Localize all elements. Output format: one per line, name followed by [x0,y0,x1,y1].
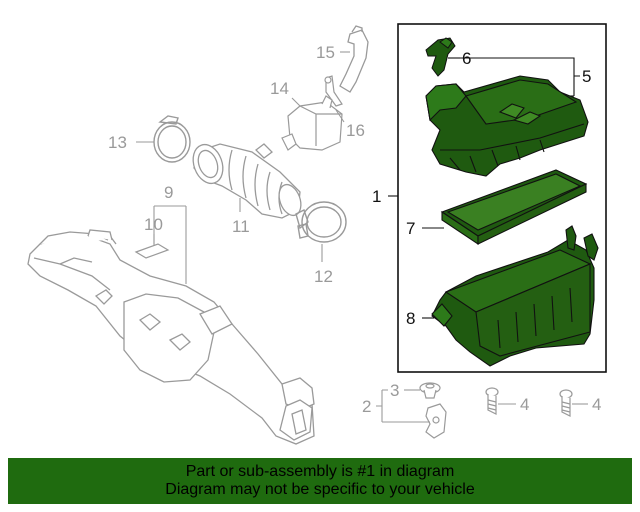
disclaimer-line-1: Part or sub-assembly is #1 in diagram [185,463,455,480]
part-12-clamp[interactable] [295,201,347,243]
leader-14 [291,97,301,107]
part-15-hose[interactable] [339,25,369,93]
callout-13: 13 [108,133,127,152]
callout-4a: 4 [520,395,529,414]
leader-5 [460,57,580,96]
part-14-resonator[interactable] [281,95,343,151]
part-9-intake-duct[interactable] [27,229,315,445]
callout-4b: 4 [592,395,601,414]
leader-lines [136,51,588,423]
callouts: 1 5 6 7 8 15 14 16 13 9 10 11 12 2 3 4 4 [108,43,601,416]
callout-9: 9 [164,183,173,202]
part-10-label[interactable] [134,243,170,259]
part-6-sensor[interactable] [425,37,456,77]
part-3-grommet[interactable] [419,382,441,399]
callout-3: 3 [390,381,399,400]
leader-2 [376,389,430,423]
part-8-lower-housing[interactable] [431,225,599,367]
callout-2: 2 [362,397,371,416]
part-11-intake-hose[interactable] [188,140,305,219]
callout-12: 12 [314,267,333,286]
callout-14: 14 [270,79,289,98]
leader-16 [335,109,345,123]
callout-1: 1 [372,187,381,206]
callout-16: 16 [346,121,365,140]
disclaimer-line-2: Diagram may not be specific to your vehi… [165,481,475,498]
part-5-upper-housing[interactable] [425,75,589,177]
part-13-clamp[interactable] [153,115,191,163]
callout-15: 15 [316,43,335,62]
disclaimer-banner: Part or sub-assembly is #1 in diagram Di… [8,458,632,504]
callout-8: 8 [406,309,415,328]
part-2-bracket[interactable] [425,403,447,439]
part-4-bolt-b[interactable] [559,389,573,417]
callout-5: 5 [582,67,591,86]
part-16-clip[interactable] [324,75,343,107]
callout-6: 6 [462,49,471,68]
parts-diagram: 1 5 6 7 8 15 14 16 13 9 10 11 12 2 3 4 4 [27,23,607,445]
part-7-filter[interactable] [440,169,588,246]
part-4-bolt-a[interactable] [485,387,499,415]
assembly-highlight-box [397,23,607,373]
callout-7: 7 [406,219,415,238]
callout-11: 11 [232,217,250,236]
callout-10: 10 [144,215,163,234]
